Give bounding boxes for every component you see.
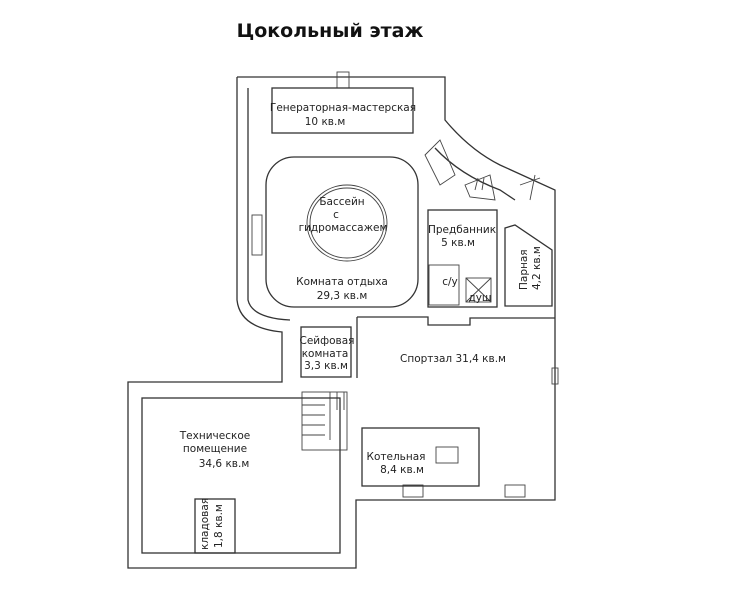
room-generator: Генераторная-мастерская 10 кв.м <box>270 87 416 134</box>
svg-text:кладовая: кладовая <box>199 498 211 550</box>
svg-text:34,6 кв.м: 34,6 кв.м <box>199 458 250 470</box>
window <box>504 484 526 498</box>
stairs <box>301 391 348 451</box>
svg-text:5 кв.м: 5 кв.м <box>441 237 475 249</box>
outer-walls <box>127 71 559 569</box>
corridor-stairs <box>424 139 541 201</box>
wc <box>428 264 460 306</box>
svg-text:гидромассажем: гидромассажем <box>299 222 388 234</box>
shower <box>465 277 492 303</box>
svg-text:Техническое: Техническое <box>179 430 250 442</box>
plan-title: Цокольный этаж <box>236 20 424 42</box>
svg-text:Предбанник: Предбанник <box>428 224 496 236</box>
svg-text:Парная: Парная <box>518 249 530 290</box>
pool <box>306 184 388 262</box>
door <box>336 71 350 89</box>
svg-text:3,3 кв.м: 3,3 кв.м <box>304 360 348 372</box>
svg-text:1,8 кв.м: 1,8 кв.м <box>213 504 225 548</box>
svg-text:с/у: с/у <box>442 276 458 288</box>
window <box>402 484 424 498</box>
svg-text:душ: душ <box>468 292 491 304</box>
svg-text:Спортзал 31,4 кв.м: Спортзал 31,4 кв.м <box>400 353 506 365</box>
svg-text:Бассейн: Бассейн <box>319 196 364 208</box>
window <box>551 367 559 385</box>
svg-text:8,4 кв.м: 8,4 кв.м <box>380 464 424 476</box>
window <box>251 214 263 256</box>
svg-text:Генераторная-мастерская: Генераторная-мастерская <box>270 102 416 114</box>
room-boiler: Котельная 8,4 кв.м <box>361 427 480 487</box>
svg-text:с: с <box>333 209 339 221</box>
room-gym: Спортзал 31,4 кв.м <box>356 316 555 378</box>
svg-text:Котельная: Котельная <box>367 451 426 463</box>
svg-text:29,3 кв.м: 29,3 кв.м <box>317 290 368 302</box>
svg-text:помещение: помещение <box>183 443 247 455</box>
room-tech: Техническое помещение 34,6 кв.м <box>141 397 341 554</box>
svg-text:Сейфовая: Сейфовая <box>300 335 355 347</box>
room-rest: Бассейн с гидромассажем Комната отдыха 2… <box>265 156 419 308</box>
svg-text:4,2 кв.м: 4,2 кв.м <box>531 246 543 290</box>
boiler-unit <box>435 446 459 464</box>
svg-text:10 кв.м: 10 кв.м <box>305 116 346 128</box>
room-parnaya: Парная 4,2 кв.м <box>504 224 553 307</box>
room-predbannik: Предбанник 5 кв.м с/у душ <box>427 209 498 308</box>
svg-text:комната: комната <box>302 348 349 360</box>
room-storage: кладовая 1,8 кв.м <box>194 498 236 554</box>
room-safe: Сейфовая комната 3,3 кв.м <box>300 326 355 378</box>
svg-text:Комната отдыха: Комната отдыха <box>296 276 388 288</box>
